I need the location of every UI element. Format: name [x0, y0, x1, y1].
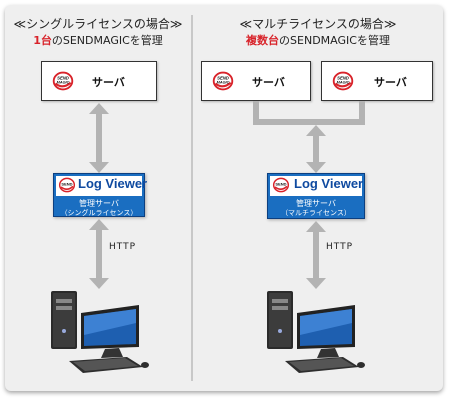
- svg-text:SEND: SEND: [61, 182, 72, 187]
- multi-log-viewer-box: SEND Log Viewer 管理サーバ （マルチライセンス）: [267, 173, 365, 219]
- single-http-connector: [89, 219, 109, 289]
- svg-text:SEND: SEND: [337, 75, 349, 80]
- diagram-panel: ≪シングルライセンスの場合≫ 1台のSENDMAGICを管理 SEND MAGI…: [5, 5, 443, 391]
- multi-subheading-text: のSENDMAGICを管理: [279, 34, 390, 47]
- sendmagic-logo-icon: SEND: [58, 177, 76, 193]
- desktop-pc-icon: [267, 291, 365, 373]
- multi-license-subheading: 複数台のSENDMAGICを管理: [193, 32, 443, 48]
- multi-license-heading: ≪マルチライセンスの場合≫: [239, 17, 397, 31]
- multi-http-connector: [306, 221, 326, 289]
- single-subheading-text: のSENDMAGICを管理: [51, 34, 163, 47]
- multi-http-label: HTTP: [326, 242, 354, 252]
- sendmagic-logo-icon: SEND MAGIC: [212, 71, 234, 91]
- svg-text:MAGIC: MAGIC: [337, 81, 350, 85]
- svg-text:SEND: SEND: [217, 75, 229, 80]
- sendmagic-logo-icon: SEND MAGIC: [52, 71, 74, 91]
- multi-server-count: 複数台: [246, 34, 280, 47]
- single-license-heading: ≪シングルライセンスの場合≫: [13, 17, 183, 31]
- log-viewer-role: 管理サーバ: [296, 199, 336, 208]
- log-viewer-title: Log Viewer: [294, 176, 364, 191]
- desktop-pc-icon: [51, 291, 149, 373]
- multi-server-label-1: サーバ: [252, 76, 285, 89]
- svg-text:SEND: SEND: [275, 182, 286, 187]
- log-viewer-license-type: （マルチライセンス）: [281, 209, 351, 217]
- svg-text:MAGIC: MAGIC: [57, 81, 70, 85]
- single-server-connector: [89, 103, 109, 173]
- single-license-subheading: 1台のSENDMAGICを管理: [5, 32, 191, 48]
- multi-server-bracket-connector: [253, 101, 365, 125]
- single-server-label: サーバ: [92, 76, 125, 89]
- multi-server-box-1: SEND MAGIC サーバ: [201, 61, 311, 101]
- single-log-viewer-box: SEND Log Viewer 管理サーバ （シングルライセンス）: [53, 173, 148, 217]
- log-viewer-role: 管理サーバ: [79, 199, 119, 208]
- sendmagic-logo-icon: SEND: [272, 177, 290, 193]
- single-server-box: SEND MAGIC サーバ: [41, 61, 157, 101]
- section-divider: [191, 15, 193, 381]
- multi-server-box-2: SEND MAGIC サーバ: [321, 61, 433, 101]
- log-viewer-header: [56, 176, 142, 196]
- single-http-label: HTTP: [109, 242, 137, 252]
- svg-text:MAGIC: MAGIC: [217, 81, 230, 85]
- svg-text:SEND: SEND: [57, 75, 69, 80]
- multi-server-connector: [306, 125, 326, 173]
- sendmagic-logo-icon: SEND MAGIC: [332, 71, 354, 91]
- log-viewer-license-type: （シングルライセンス）: [60, 209, 138, 217]
- single-server-count: 1台: [33, 34, 52, 47]
- log-viewer-title: Log Viewer: [78, 176, 148, 191]
- log-viewer-header: [270, 176, 362, 196]
- multi-server-label-2: サーバ: [374, 76, 407, 89]
